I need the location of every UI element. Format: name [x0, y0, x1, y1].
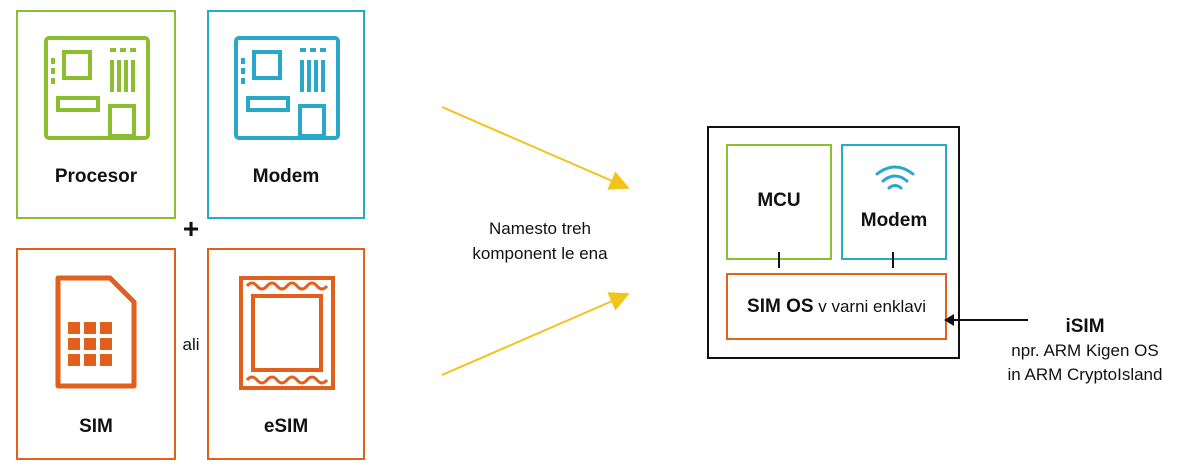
sim-os-rest-label: v varni enklavi [813, 297, 926, 316]
or-label: ali [182, 335, 200, 354]
mcu-connector [778, 252, 780, 268]
isim-pointer-arrow [944, 314, 1028, 326]
motherboard-icon [234, 36, 340, 140]
mcu-label: MCU [757, 190, 801, 211]
caption: Namesto treh komponent le ena [440, 216, 640, 266]
wifi-icon [875, 165, 915, 190]
sim-os-block: SIM OS v varni enklavi [726, 273, 947, 340]
chip-modem-label: Modem [860, 210, 928, 231]
sim-os-bold-label: SIM OS [747, 296, 814, 317]
processor-card: Procesor [16, 10, 176, 219]
esim-label: eSIM [263, 416, 309, 437]
caption-line-2: komponent le ena [472, 244, 608, 263]
isim-line-2: in ARM CryptoIsland [1007, 365, 1163, 384]
esim-chip-icon [239, 276, 335, 390]
lower-arrow [441, 292, 630, 376]
isim-line-1: npr. ARM Kigen OS [1011, 341, 1159, 360]
chip-modem-block: Modem [841, 144, 947, 260]
sim-label: SIM [79, 416, 113, 437]
sim-card: SIM [16, 248, 176, 460]
modem-label: Modem [252, 166, 320, 187]
isim-chip: MCU Modem SIM OS v varni enklavi [707, 126, 960, 359]
modem-card: Modem [207, 10, 365, 219]
esim-card: eSIM [207, 248, 365, 460]
mcu-block: MCU [726, 144, 832, 260]
converging-arrows [441, 106, 630, 376]
processor-label: Procesor [54, 166, 138, 187]
caption-line-1: Namesto treh [488, 219, 592, 238]
plus-sign: + [182, 213, 200, 244]
motherboard-icon [44, 36, 150, 140]
sim-card-icon [55, 275, 137, 389]
isim-title: iSIM [1065, 316, 1105, 337]
upper-arrow [441, 106, 630, 190]
modem-connector [892, 252, 894, 268]
isim-annotation: iSIM npr. ARM Kigen OS in ARM CryptoIsla… [980, 315, 1190, 387]
